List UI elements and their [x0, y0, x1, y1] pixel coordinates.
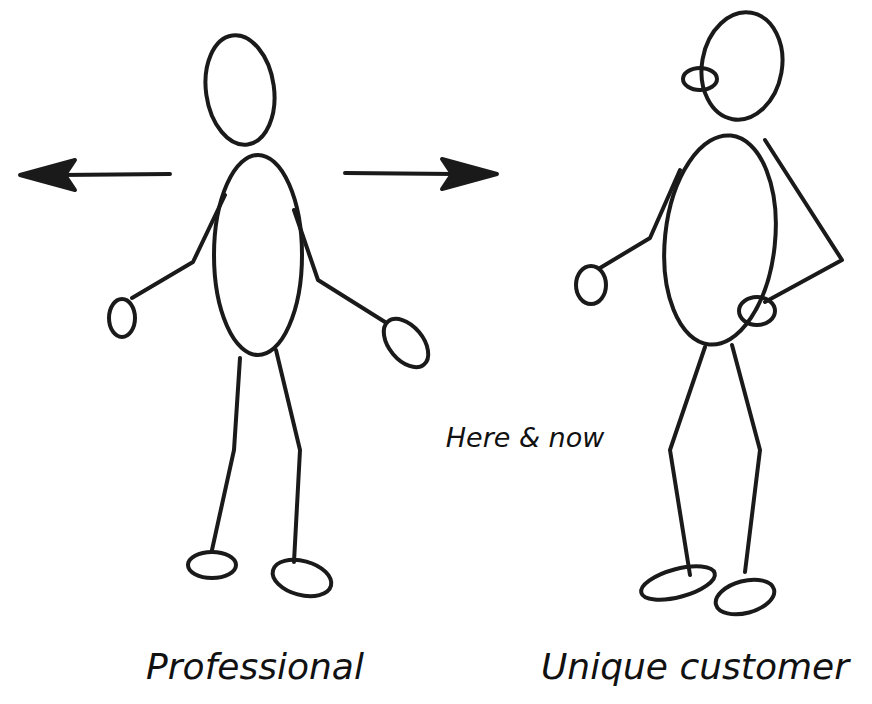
professional-figure — [109, 31, 437, 602]
customer-figure — [576, 6, 842, 620]
figure-label: Here & now — [446, 422, 605, 453]
figure-label: Unique customer — [541, 646, 849, 687]
figure-label: Professional — [146, 646, 364, 687]
arrow-left — [20, 160, 170, 190]
arrow-right — [345, 159, 497, 189]
